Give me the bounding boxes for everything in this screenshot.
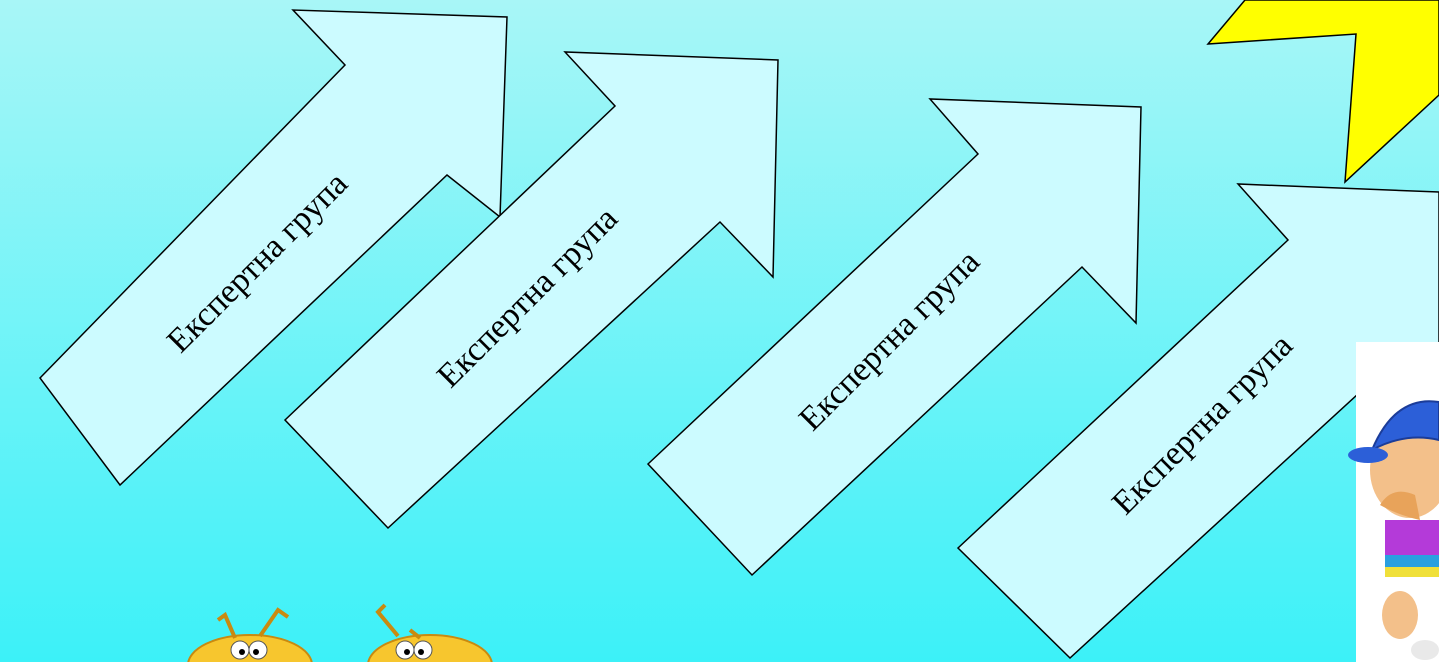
- cartoon-boy-icon: [1348, 342, 1439, 662]
